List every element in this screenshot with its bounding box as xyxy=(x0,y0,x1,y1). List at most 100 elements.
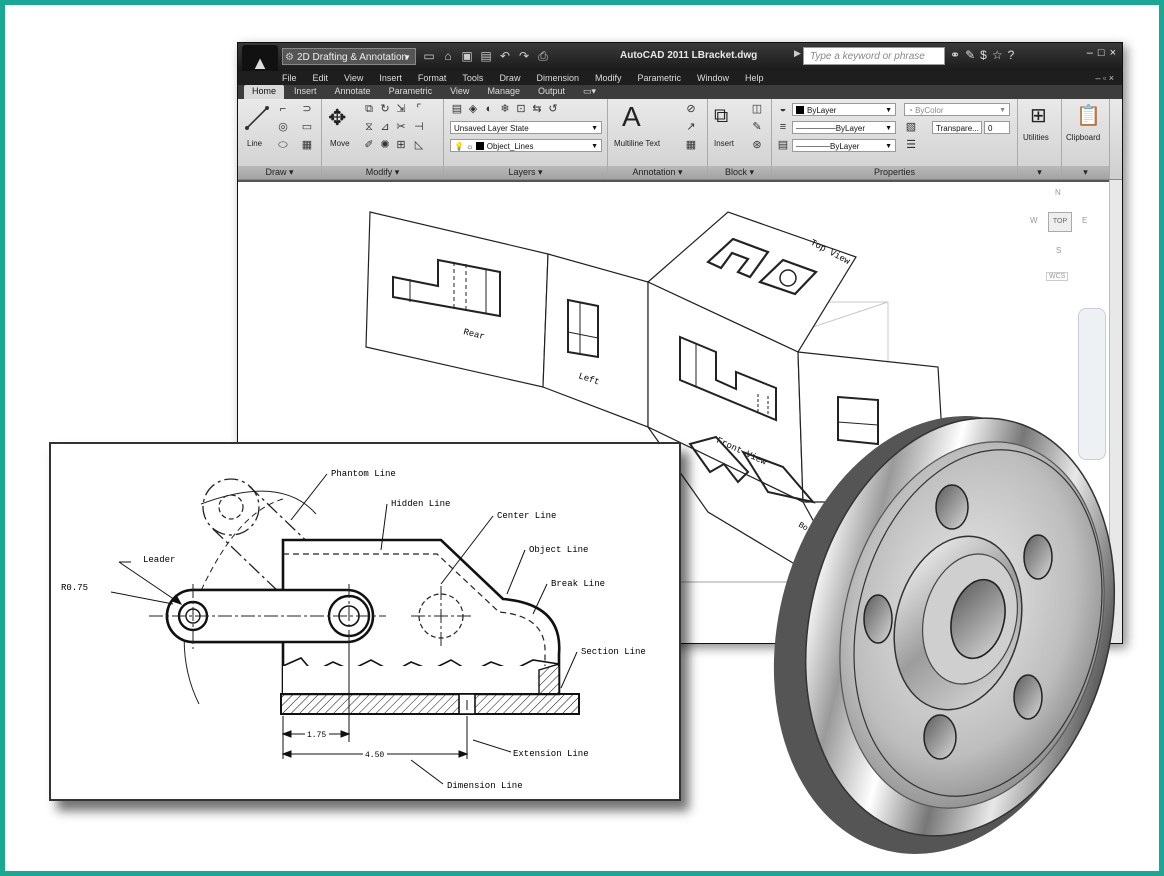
viewcube[interactable]: N W TOP E S WCS xyxy=(1026,188,1110,298)
viewcube-south[interactable]: S xyxy=(1056,246,1062,255)
panel-properties-title[interactable]: Properties xyxy=(772,166,1017,179)
viewcube-west[interactable]: W xyxy=(1030,216,1038,225)
insert-block-icon[interactable]: ⧉ xyxy=(714,105,729,127)
menu-help[interactable]: Help xyxy=(745,73,764,83)
document-window-controls[interactable]: – ▫ × xyxy=(1095,73,1114,83)
redo-icon[interactable]: ↷ xyxy=(518,49,530,63)
menu-view[interactable]: View xyxy=(344,73,364,83)
panel-block-title[interactable]: Block ▾ xyxy=(708,166,771,179)
explode-icon[interactable]: ✺ xyxy=(380,139,390,151)
tab-manage[interactable]: Manage xyxy=(487,86,520,96)
linetype-select[interactable]: ───────ByLayer▼ xyxy=(792,121,896,134)
viewcube-east[interactable]: E xyxy=(1082,216,1088,225)
menu-window[interactable]: Window xyxy=(697,73,730,83)
transparency-value[interactable]: 0 xyxy=(984,121,1010,134)
panel-utilities-title[interactable]: ▾ xyxy=(1018,166,1061,179)
save-as-icon[interactable]: ▤ xyxy=(480,49,492,63)
menu-parametric[interactable]: Parametric xyxy=(637,73,682,83)
line-button-label[interactable]: Line xyxy=(247,139,263,148)
color-select[interactable]: ByLayer▼ xyxy=(792,103,896,116)
offset-icon[interactable]: ◺ xyxy=(414,139,424,151)
layer-match-icon[interactable]: ⇆ xyxy=(532,103,542,115)
open-folder-icon[interactable]: ⌂ xyxy=(444,49,452,63)
layer-lock-icon[interactable]: ⊡ xyxy=(516,103,526,115)
stretch-icon[interactable]: ⇲ xyxy=(396,103,406,115)
move-icon[interactable]: ✥ xyxy=(328,105,347,130)
plot-icon[interactable]: ⎙ xyxy=(538,49,548,63)
layer-iso-icon[interactable]: ◈ xyxy=(468,103,478,115)
lineweight-icon[interactable]: ≡ xyxy=(779,121,787,133)
hatch-icon[interactable]: ▦ xyxy=(301,139,313,151)
clipboard-label[interactable]: Clipboard xyxy=(1066,133,1101,142)
tools-icon[interactable]: ✎ xyxy=(965,48,976,62)
maximize-icon[interactable]: □ xyxy=(1097,47,1105,59)
linetype-icon[interactable]: ▤ xyxy=(777,139,789,151)
rotate-icon[interactable]: ↻ xyxy=(380,103,390,115)
undo-icon[interactable]: ↶ xyxy=(499,49,511,63)
lineweight-select[interactable]: ──────ByLayer▼ xyxy=(792,139,896,152)
panel-clipboard-title[interactable]: ▾ xyxy=(1062,166,1109,179)
layer-freeze-icon[interactable]: ❄ xyxy=(500,103,510,115)
tab-output[interactable]: Output xyxy=(537,86,565,96)
multiline-text-icon[interactable]: A xyxy=(622,101,641,132)
panel-layers-title[interactable]: Layers ▾ xyxy=(444,166,607,179)
menu-modify[interactable]: Modify xyxy=(594,73,622,83)
tab-parametric[interactable]: Parametric xyxy=(388,86,433,96)
utilities-icon[interactable]: ⊞ xyxy=(1030,105,1047,127)
star-icon[interactable]: ☆ xyxy=(991,48,1003,62)
copy-icon[interactable]: ⧉ xyxy=(365,103,373,115)
exchange-icon[interactable]: $ xyxy=(980,48,987,62)
ribbon-toggle-icon[interactable]: ▭▾ xyxy=(583,86,597,96)
menu-format[interactable]: Format xyxy=(417,73,447,83)
leader-icon[interactable]: ↗ xyxy=(686,121,696,133)
layer-previous-icon[interactable]: ↺ xyxy=(548,103,558,115)
clipboard-icon[interactable]: 📋 xyxy=(1076,105,1101,127)
panel-draw-title[interactable]: Draw ▾ xyxy=(238,166,321,179)
list-icon[interactable]: ▧ xyxy=(905,121,917,133)
move-button-label[interactable]: Move xyxy=(330,139,350,148)
plot-style-select[interactable]: ◔ ByColor▼ xyxy=(904,103,1010,116)
close-icon[interactable]: × xyxy=(1109,47,1116,59)
tab-annotate[interactable]: Annotate xyxy=(334,86,371,96)
layer-state-select[interactable]: Unsaved Layer State▼ xyxy=(450,121,602,134)
attribute-icon[interactable]: ⊛ xyxy=(752,139,762,151)
rectangle-icon[interactable]: ▭ xyxy=(301,121,313,133)
tab-insert[interactable]: Insert xyxy=(294,86,317,96)
polyline-icon[interactable]: ⌐ xyxy=(279,103,287,115)
circle-icon[interactable]: ◎ xyxy=(278,121,288,133)
mirror-icon[interactable]: ⧖ xyxy=(365,121,373,133)
minimize-icon[interactable]: – xyxy=(1086,47,1093,59)
menu-file[interactable]: File xyxy=(282,73,297,83)
fillet-icon[interactable]: ⌜ xyxy=(416,103,422,115)
layer-off-icon[interactable]: ◐ xyxy=(485,103,493,115)
multiline-text-label[interactable]: Multiline Text xyxy=(614,139,661,148)
table-icon[interactable]: ▦ xyxy=(685,139,697,151)
navigation-bar[interactable] xyxy=(1078,308,1106,460)
workspace-select[interactable]: ⚙ 2D Drafting & Annotation ▼ xyxy=(282,48,416,65)
scale-icon[interactable]: ⊿ xyxy=(380,121,390,133)
insert-label[interactable]: Insert xyxy=(714,139,735,148)
binoculars-icon[interactable]: ⚭ xyxy=(950,48,961,62)
match-properties-icon[interactable]: ◒ xyxy=(779,103,787,115)
vertical-scrollbar[interactable] xyxy=(1109,180,1122,643)
viewcube-north[interactable]: N xyxy=(1055,188,1061,197)
array-icon[interactable]: ⊞ xyxy=(396,139,406,151)
extend-icon[interactable]: ⊣ xyxy=(414,121,424,133)
new-file-icon[interactable]: ▭ xyxy=(423,49,435,63)
menu-tools[interactable]: Tools xyxy=(462,73,484,83)
menu-edit[interactable]: Edit xyxy=(312,73,329,83)
erase-icon[interactable]: ✐ xyxy=(364,139,374,151)
utilities-label[interactable]: Utilities xyxy=(1023,133,1049,142)
tab-home[interactable]: Home xyxy=(244,85,285,99)
line-icon[interactable] xyxy=(244,105,270,131)
menu-dimension[interactable]: Dimension xyxy=(536,73,579,83)
ellipse-icon[interactable]: ⬭ xyxy=(278,139,288,151)
save-icon[interactable]: ▣ xyxy=(461,49,473,63)
search-input[interactable]: Type a keyword or phrase xyxy=(803,47,945,65)
panel-annotation-title[interactable]: Annotation ▾ xyxy=(608,166,707,179)
trim-icon[interactable]: ✂ xyxy=(396,121,406,133)
viewcube-top-face[interactable]: TOP xyxy=(1048,212,1072,232)
tab-view[interactable]: View xyxy=(450,86,470,96)
arc-icon[interactable]: ⊃ xyxy=(302,103,312,115)
layer-properties-icon[interactable]: ▤ xyxy=(451,103,463,115)
